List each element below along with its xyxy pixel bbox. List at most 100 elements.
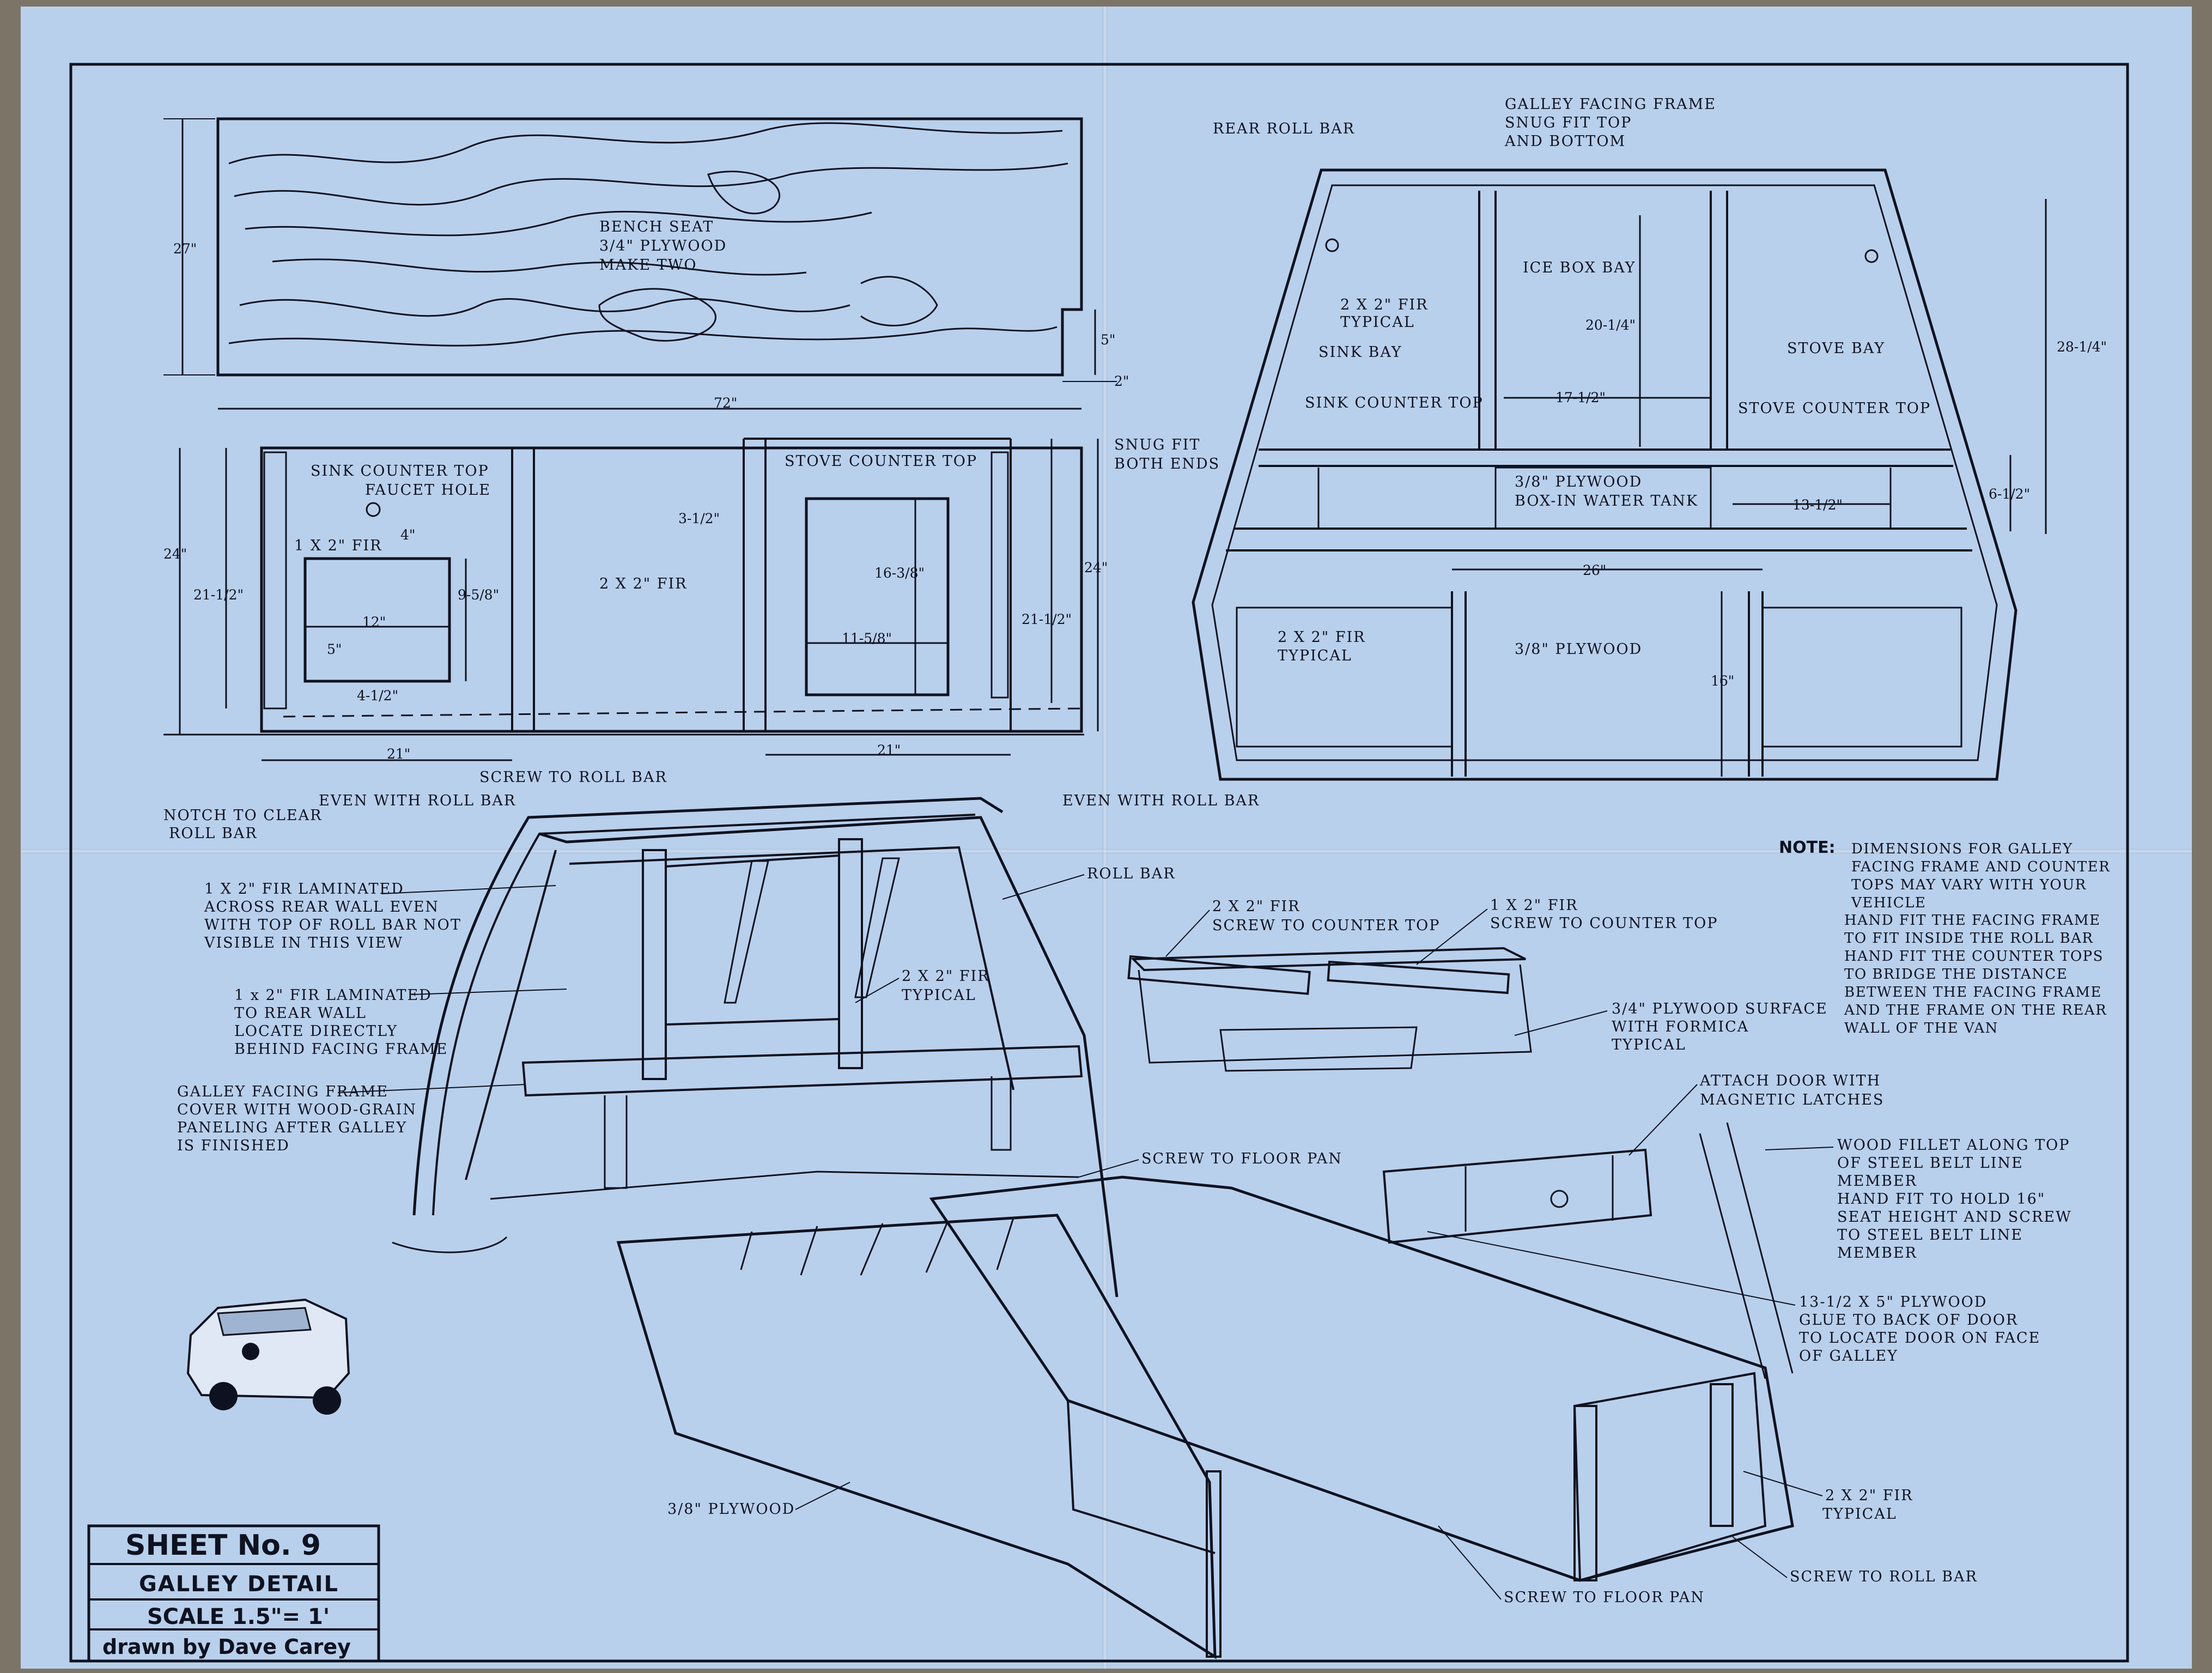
perspective-van-interior (392, 797, 1794, 1659)
fe-screw-roll-bar: SCREW TO ROLL BAR (479, 769, 667, 786)
pv-fir-b2: TYPICAL (1822, 1506, 1897, 1523)
fe-dim-3-5: 3-1/2" (678, 511, 720, 526)
pv-door-2: GLUE TO BACK OF DOOR (1799, 1312, 2018, 1329)
dim-2: 2" (1114, 373, 1129, 389)
fe-notch-line1: NOTCH TO CLEAR (163, 807, 322, 824)
leader-lines (337, 874, 1834, 1600)
bench-seat-line2: 3/4" PLYWOOD (599, 238, 727, 254)
fe-dim-16-38: 16-3/8" (874, 565, 925, 581)
drawing-border (69, 63, 2129, 1663)
fe-dim-21-5-right: 21-1/2" (1022, 611, 1072, 627)
fe-dim-21-b: 21" (877, 742, 901, 758)
fe-dim-12: 12" (362, 614, 386, 630)
pv-fir-lam-b1: 1 x 2" FIR LAMINATED (234, 987, 432, 1004)
pv-fillet-2: OF STEEL BELT LINE (1837, 1155, 2023, 1172)
pv-fir-lam-b4: BEHIND FACING FRAME (234, 1041, 448, 1058)
note-line-2: TOPS MAY VARY WITH YOUR (1851, 877, 2087, 893)
tr-dim-16: 16" (1711, 673, 1734, 689)
pv-fir-typ-1: 2 X 2" FIR (902, 968, 989, 985)
pv-fillet-6: TO STEEL BELT LINE (1837, 1227, 2023, 1244)
van-illustration (186, 1298, 350, 1415)
front-elevation (163, 438, 1099, 761)
pv-fillet-7: MEMBER (1837, 1245, 1917, 1262)
bench-seat-panel (163, 117, 1117, 410)
fe-notch-line2: ROLL BAR (169, 825, 258, 842)
title-sheet-number: SHEET No. 9 (125, 1529, 321, 1562)
tr-sink-bay: SINK BAY (1318, 344, 1402, 361)
pv-door-4: OF GALLEY (1799, 1348, 1898, 1365)
tr-fir-typ-2: TYPICAL (1340, 314, 1415, 331)
pv-fir2-2: SCREW TO COUNTER TOP (1212, 917, 1440, 934)
dim-72: 72" (714, 395, 737, 411)
pv-gff-3: PANELING AFTER GALLEY (177, 1119, 407, 1136)
tr-stove-bay: STOVE BAY (1787, 340, 1885, 357)
pv-fir-lam-2: ACROSS REAR WALL EVEN (204, 899, 439, 916)
note-line-3: VEHICLE (1851, 895, 1926, 911)
tr-galley-frame-2: SNUG FIT TOP (1505, 114, 1632, 131)
pv-fillet-3: MEMBER (1837, 1173, 1917, 1190)
tr-dim-17-12: 17-1/2" (1555, 390, 1606, 405)
fe-fir-2x2: 2 X 2" FIR (599, 575, 687, 592)
pv-ply34-2: WITH FORMICA (1612, 1019, 1749, 1035)
dim-5: 5" (1101, 332, 1115, 348)
fe-dim-4: 4" (400, 527, 415, 543)
fe-stove-counter-top: STOVE COUNTER TOP (785, 453, 977, 470)
fe-dim-21-a: 21" (387, 746, 410, 762)
fe-dim-5: 5" (327, 641, 342, 657)
note-line-4: HAND FIT THE FACING FRAME (1844, 912, 2101, 929)
pv-roll-bar: ROLL BAR (1087, 865, 1176, 882)
title-name: GALLEY DETAIL (139, 1572, 339, 1597)
bench-seat-line1: BENCH SEAT (599, 219, 714, 235)
tr-dim-28-14: 28-1/4" (2057, 339, 2107, 355)
tr-plywood-38: 3/8" PLYWOOD (1515, 474, 1642, 490)
dim-27: 27" (173, 241, 197, 257)
fe-fir-1x2: 1 X 2" FIR (294, 537, 382, 554)
pv-gff-4: IS FINISHED (177, 1137, 290, 1154)
pv-door-1: 13-1/2 X 5" PLYWOOD (1799, 1294, 1987, 1311)
fe-even-roll-bar-1: EVEN WITH ROLL BAR (319, 792, 516, 809)
fe-dim-11-58: 11-5/8" (842, 631, 892, 646)
tr-rear-roll-bar: REAR ROLL BAR (1213, 120, 1355, 137)
pv-ply34-1: 3/4" PLYWOOD SURFACE (1612, 1001, 1828, 1017)
note-line-0: DIMENSIONS FOR GALLEY (1851, 841, 2073, 857)
note-line-7: TO BRIDGE THE DISTANCE (1844, 966, 2068, 983)
fe-faucet-hole: FAUCET HOLE (365, 482, 491, 499)
pv-ply34-3: TYPICAL (1612, 1036, 1686, 1053)
note-line-5: TO FIT INSIDE THE ROLL BAR (1844, 930, 2093, 947)
tr-dim-6-12: 6-1/2" (1989, 486, 2030, 502)
pv-fir2-1: 2 X 2" FIR (1212, 898, 1300, 915)
pv-fir-lam-b3: LOCATE DIRECTLY (234, 1023, 398, 1040)
pv-screw-floor-pan: SCREW TO FLOOR PAN (1141, 1150, 1342, 1167)
pv-fir-typ-2: TYPICAL (902, 987, 976, 1004)
paper-fold-horizontal (21, 848, 2192, 854)
pv-fillet-5: SEAT HEIGHT AND SCREW (1837, 1209, 2072, 1226)
pv-ply38: 3/8" PLYWOOD (667, 1501, 795, 1518)
pv-attach-2: MAGNETIC LATCHES (1700, 1092, 1884, 1108)
tr-box-in: BOX-IN WATER TANK (1515, 493, 1698, 510)
note-heading: NOTE: (1779, 838, 1836, 857)
fe-dim-9-58: 9-5/8" (458, 587, 499, 603)
pv-fir-lam-b2: TO REAR WALL (234, 1005, 367, 1022)
pv-fir1-1: 1 X 2" FIR (1490, 897, 1578, 914)
fe-even-roll-bar-2: EVEN WITH ROLL BAR (1062, 792, 1260, 809)
note-line-10: WALL OF THE VAN (1844, 1020, 1998, 1036)
title-block: SHEET No. 9 GALLEY DETAIL SCALE 1.5"= 1'… (87, 1524, 380, 1663)
pv-fir-b1: 2 X 2" FIR (1825, 1487, 1913, 1504)
tr-dim-26: 26" (1583, 562, 1606, 578)
note-line-9: AND THE FRAME ON THE REAR (1844, 1002, 2107, 1019)
title-scale: SCALE 1.5"= 1' (147, 1604, 330, 1629)
tr-ice-box-bay: ICE BOX BAY (1523, 259, 1636, 276)
fe-dim-4-5: 4-1/2" (357, 688, 398, 704)
pv-fillet-4: HAND FIT TO HOLD 16" (1837, 1191, 2045, 1208)
fe-dim-24-right: 24" (1084, 560, 1108, 575)
pv-fir1-2: SCREW TO COUNTER TOP (1490, 915, 1718, 932)
pv-door-3: TO LOCATE DOOR ON FACE (1799, 1330, 2040, 1347)
tr-galley-frame-1: GALLEY FACING FRAME (1505, 96, 1716, 113)
pv-fir-lam-1: 1 X 2" FIR LAMINATED (204, 881, 404, 898)
pv-fir-lam-4: VISIBLE IN THIS VIEW (204, 935, 403, 951)
tr-fir-typ-b2: TYPICAL (1278, 647, 1352, 664)
tr-fir-typ-b1: 2 X 2" FIR (1278, 629, 1365, 646)
note-line-6: HAND FIT THE COUNTER TOPS (1844, 948, 2104, 965)
pv-attach-1: ATTACH DOOR WITH (1699, 1072, 1881, 1089)
